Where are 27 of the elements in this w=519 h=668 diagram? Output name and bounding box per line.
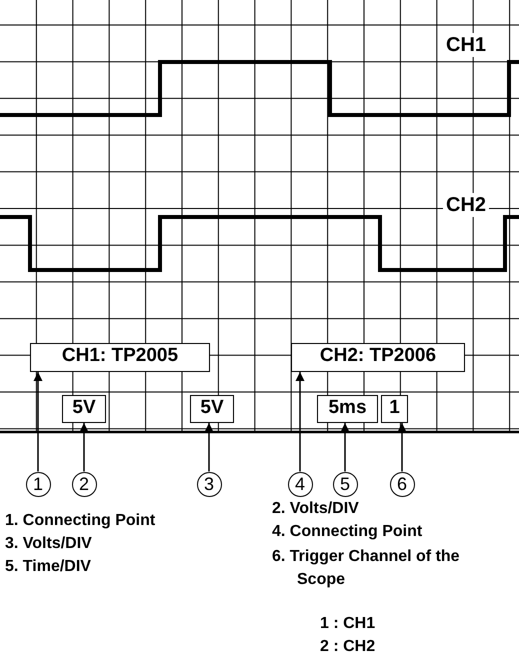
setting-readout: CH1: TP2005 <box>30 343 210 372</box>
key-item: 3. Volts/DIV <box>5 534 92 554</box>
setting-readout: 5ms <box>317 395 378 423</box>
callout-number: 6 <box>390 472 414 496</box>
setting-readout: 5V <box>62 395 106 423</box>
setting-readout: 1 <box>381 395 408 423</box>
arrow <box>340 423 350 472</box>
callout-number: 1 <box>26 472 50 496</box>
key-item: 5. Time/DIV <box>5 557 91 577</box>
arrow <box>204 423 214 472</box>
arrow <box>34 372 42 472</box>
setting-readout: 5V <box>190 395 234 423</box>
arrow <box>398 423 406 472</box>
key-item: 2. Volts/DIV <box>272 499 359 519</box>
callout-number: 5 <box>332 472 358 496</box>
callout-number: 2 <box>72 472 96 496</box>
setting-readout: CH2: TP2006 <box>291 343 465 372</box>
callout-number: 4 <box>288 472 312 496</box>
arrow <box>80 423 88 472</box>
channel-label: CH2 <box>443 193 490 217</box>
callout-number: 3 <box>196 472 222 496</box>
key-item: 6. Trigger Channel of the Scope <box>272 547 461 590</box>
arrow <box>296 372 304 472</box>
key-item: 1. Connecting Point <box>5 511 156 531</box>
key-item: 2 : CH2 <box>320 637 376 657</box>
key-item: 4. Connecting Point <box>272 522 422 542</box>
key-item: 1 : CH1 <box>320 614 376 634</box>
